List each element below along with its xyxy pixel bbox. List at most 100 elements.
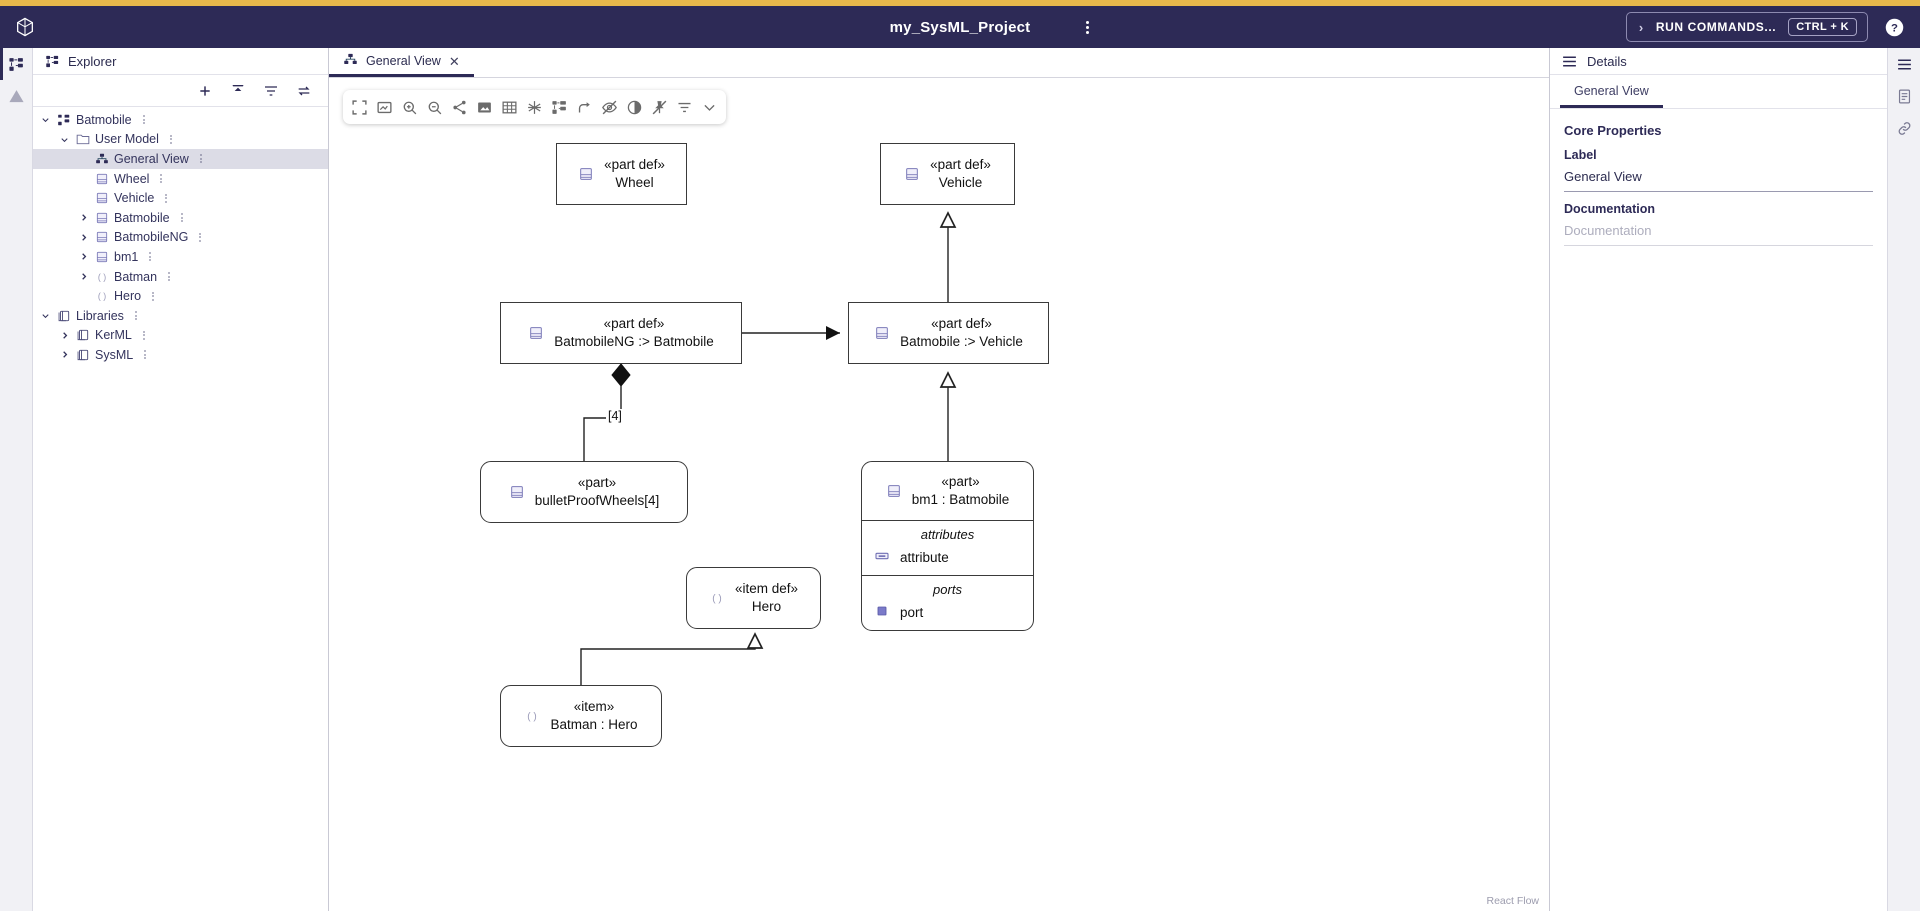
tree-item-batmobile[interactable]: Batmobile [33,110,328,130]
compartment-item[interactable]: attribute [862,548,1033,567]
compartment-item[interactable]: port [862,603,1033,622]
tree-item-wheel[interactable]: Wheel [33,169,328,189]
tree-item-label: General View [114,151,189,166]
export-image-button[interactable] [472,95,497,119]
references-rail-button[interactable] [1888,112,1920,144]
filter-button[interactable] [263,83,279,99]
tree-item-hero[interactable]: ( )Hero [33,286,328,306]
details-tabs: General View [1550,75,1887,109]
more-vertical-icon[interactable] [169,134,172,144]
diagram-node-vehicle[interactable]: «part def» Vehicle [880,143,1015,205]
filter-diagram-button[interactable] [672,95,697,119]
run-commands-button[interactable]: › RUN COMMANDS... CTRL + K [1625,12,1868,42]
edge-multiplicity-label: [4] [606,409,624,423]
node-header: «part def» BatmobileNG :> Batmobile [501,303,741,363]
sync-button[interactable] [296,83,312,99]
library-icon [58,310,70,321]
more-vertical-icon[interactable] [199,154,202,164]
more-vertical-icon[interactable] [142,115,145,125]
publish-button[interactable] [230,83,246,99]
hamburger-icon [1563,56,1576,66]
tree-item-batman[interactable]: ( ) Batman [33,267,328,287]
tab-general-view[interactable]: General View [1560,75,1663,108]
tree-item-bm1[interactable]: bm1 [33,247,328,267]
library-icon [57,309,71,323]
keyboard-shortcut-badge: CTRL + K [1788,18,1857,36]
problems-rail-button[interactable] [0,80,32,112]
tree-item-label: Libraries [76,308,124,323]
close-icon[interactable]: ✕ [448,53,460,69]
fit-screen-button[interactable] [347,95,372,119]
twisty-right-icon[interactable] [77,271,90,282]
twisty-right-icon[interactable] [58,330,71,341]
diagram-node-bat[interactable]: «part def» Batmobile :> Vehicle [848,302,1049,364]
fit-view-button[interactable] [372,95,397,119]
tree-item-vehicle[interactable]: Vehicle [33,188,328,208]
explorer-title: Explorer [68,53,117,69]
explorer-rail-button[interactable] [0,48,32,80]
diagram-node-wheel[interactable]: «part def» Wheel [556,143,687,205]
help-button[interactable]: ? [1882,15,1906,39]
diagram-node-wheels[interactable]: «part» bulletProofWheels[4] [480,461,688,523]
help-circle-icon: ? [1885,18,1903,36]
node-text: «item» Batman : Hero [550,698,637,734]
header-actions: › RUN COMMANDS... CTRL + K ? [1625,12,1906,42]
run-commands-label: RUN COMMANDS... [1655,20,1777,34]
tree-item-general-view[interactable]: General View [33,149,328,169]
details-rail-button[interactable] [1888,48,1920,80]
zoom-in-button[interactable] [397,95,422,119]
diagram-canvas[interactable]: Batmobile --> React Flow «part def» Whee… [329,78,1549,911]
more-vertical-icon[interactable] [152,291,155,301]
link-icon [1898,121,1910,135]
auto-layout-button[interactable] [522,95,547,119]
twisty-right-icon[interactable] [58,349,71,360]
diagram-icon [96,153,108,164]
more-vertical-icon[interactable] [168,272,171,282]
part-def-icon [96,173,108,184]
image-icon [478,102,491,112]
tree-item-user-model[interactable]: User Model [33,130,328,150]
redo-button[interactable] [572,95,597,119]
twisty-down-icon[interactable] [39,114,52,125]
tree-item-label: Batman [114,269,158,284]
tree-item-sysml[interactable]: SysML [33,345,328,365]
more-vertical-icon[interactable] [160,174,163,184]
zoom-out-button[interactable] [422,95,447,119]
twisty-right-icon[interactable] [77,212,90,223]
tree-item-batmobileng[interactable]: BatmobileNG [33,228,328,248]
more-vertical-icon[interactable] [165,193,168,203]
diagram-node-bm1[interactable]: «part» bm1 : Batmobile attributes attrib… [861,461,1034,631]
documentation-field-value[interactable]: Documentation [1564,220,1873,246]
diagram-node-hero[interactable]: ( ) «item def» Hero [686,567,821,629]
hide-elements-button[interactable] [597,95,622,119]
tab-general-view[interactable]: General View✕ [329,48,474,77]
unpin-button[interactable] [647,95,672,119]
twisty-right-icon[interactable] [77,251,90,262]
twisty-down-icon[interactable] [39,310,52,321]
label-field-value[interactable]: General View [1564,166,1873,192]
toggle-grid-button[interactable] [497,95,522,119]
twisty-right-icon[interactable] [77,232,90,243]
more-vertical-icon[interactable] [199,232,202,242]
more-tools-button[interactable] [697,95,722,119]
more-vertical-icon[interactable] [149,252,152,262]
more-vertical-icon[interactable] [134,311,137,321]
more-vertical-icon[interactable] [142,330,145,340]
twisty-down-icon[interactable] [58,134,71,145]
more-vertical-icon[interactable] [144,350,147,360]
node-keyword: «part def» [930,157,991,173]
tree-layout-button[interactable] [547,95,572,119]
diagram-node-batman[interactable]: ( ) «item» Batman : Hero [500,685,662,747]
add-element-button[interactable] [197,83,213,99]
item-icon: ( ) [98,271,106,281]
documentation-rail-button[interactable] [1888,80,1920,112]
tree-item-libraries[interactable]: Libraries [33,306,328,326]
tree-item-kerml[interactable]: KerML [33,326,328,346]
more-vertical-icon[interactable] [180,213,183,223]
diagram-node-ng[interactable]: «part def» BatmobileNG :> Batmobile [500,302,742,364]
project-menu-button[interactable] [1078,16,1096,38]
share-button[interactable] [447,95,472,119]
tree-item-batmobile[interactable]: Batmobile [33,208,328,228]
theme-button[interactable] [622,95,647,119]
